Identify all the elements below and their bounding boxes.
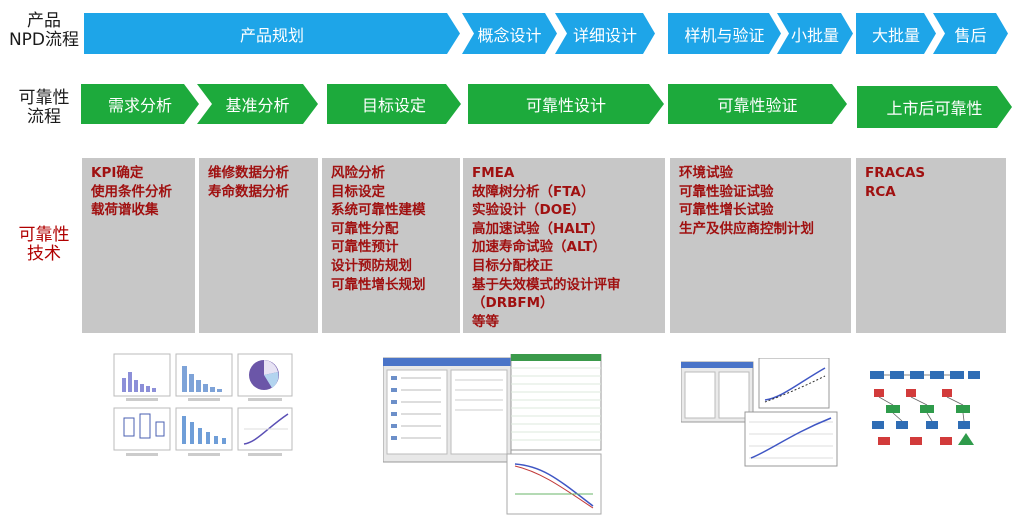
tech-item: 载荷谱收集 bbox=[91, 202, 159, 219]
analysis-charts-thumbnail bbox=[113, 353, 293, 456]
tech-item: 使用条件分析 bbox=[91, 183, 172, 200]
tech-item: 目标设定 bbox=[331, 183, 385, 200]
process-stage-reliability-verification: 可靠性验证 bbox=[668, 84, 847, 124]
tech-item: 可靠性验证试验 bbox=[679, 183, 774, 200]
tech-box-design: FMEA 故障树分析（FTA） 实验设计（DOE） 高加速试验（HALT） 加速… bbox=[463, 158, 665, 333]
tech-item: 可靠性分配 bbox=[331, 220, 399, 237]
tech-item: 可靠性预计 bbox=[331, 239, 399, 256]
tech-item: RCA bbox=[865, 183, 896, 200]
npd-stage-detailed-design: 详细设计 bbox=[555, 13, 655, 54]
process-stage-post-launch-reliability: 上市后可靠性 bbox=[857, 86, 1012, 128]
fracas-flowchart-thumbnail bbox=[866, 367, 984, 453]
tech-item: 寿命数据分析 bbox=[208, 183, 289, 200]
tech-box-post-launch: FRACAS RCA bbox=[856, 158, 1006, 333]
tech-item: 生产及供应商控制计划 bbox=[679, 220, 814, 237]
tech-item: 基于失效模式的设计评审 bbox=[472, 276, 621, 293]
tech-item: 可靠性增长规划 bbox=[331, 276, 426, 293]
tech-item: FRACAS bbox=[865, 165, 926, 181]
npd-stage-prototype-verification: 样机与验证 bbox=[668, 13, 781, 54]
tech-item: 故障树分析（FTA） bbox=[472, 183, 595, 200]
design-software-thumbnail bbox=[383, 354, 602, 515]
tech-item: 高加速试验（HALT） bbox=[472, 220, 604, 237]
tech-box-benchmark: 维修数据分析 寿命数据分析 bbox=[199, 158, 318, 333]
npd-stage-small-batch: 小批量 bbox=[777, 13, 853, 54]
tech-item: 等等 bbox=[472, 313, 499, 330]
npd-stage-after-sales: 售后 bbox=[933, 13, 1008, 54]
reliability-process-label-line2: 流程 bbox=[27, 107, 61, 127]
tech-box-verification: 环境试验 可靠性验证试验 可靠性增长试验 生产及供应商控制计划 bbox=[670, 158, 851, 333]
process-stage-benchmark-analysis: 基准分析 bbox=[197, 84, 318, 124]
tech-item: 风险分析 bbox=[331, 165, 385, 181]
tech-item: 系统可靠性建模 bbox=[331, 202, 426, 219]
tech-item: 目标分配校正 bbox=[472, 257, 553, 274]
npd-row-label-line2: NPD流程 bbox=[8, 30, 80, 50]
npd-row-label-line1: 产品 bbox=[27, 11, 61, 31]
reliability-tech-label-line1: 可靠性 bbox=[18, 225, 70, 245]
reliability-process-row-label: 可靠性 流程 bbox=[14, 89, 74, 127]
tech-item: FMEA bbox=[472, 165, 515, 181]
verification-software-thumbnail bbox=[681, 358, 838, 467]
tech-item: 可靠性增长试验 bbox=[679, 202, 774, 219]
process-stage-target-setting: 目标设定 bbox=[327, 84, 461, 124]
tech-item: （DRBFM） bbox=[472, 295, 554, 312]
tech-item: 实验设计（DOE） bbox=[472, 202, 585, 219]
npd-stage-product-planning: 产品规划 bbox=[84, 13, 460, 54]
npd-row-label: 产品 NPD流程 bbox=[6, 12, 82, 50]
npd-stage-mass-production: 大批量 bbox=[856, 13, 936, 54]
tech-item: 加速寿命试验（ALT） bbox=[472, 239, 607, 256]
tech-box-requirement: KPI确定 使用条件分析 载荷谱收集 bbox=[82, 158, 195, 333]
process-stage-reliability-design: 可靠性设计 bbox=[468, 84, 664, 124]
process-stage-requirement-analysis: 需求分析 bbox=[81, 84, 199, 124]
tech-item: 环境试验 bbox=[679, 165, 733, 181]
npd-stage-concept-design: 概念设计 bbox=[462, 13, 557, 54]
tech-item: KPI确定 bbox=[91, 165, 144, 181]
reliability-tech-row-label: 可靠性 技术 bbox=[14, 226, 74, 264]
reliability-tech-label-line2: 技术 bbox=[27, 244, 61, 264]
tech-box-target: 风险分析 目标设定 系统可靠性建模 可靠性分配 可靠性预计 设计预防规划 可靠性… bbox=[322, 158, 460, 333]
tech-item: 维修数据分析 bbox=[208, 165, 289, 181]
tech-item: 设计预防规划 bbox=[331, 257, 412, 274]
reliability-process-label-line1: 可靠性 bbox=[18, 88, 70, 108]
